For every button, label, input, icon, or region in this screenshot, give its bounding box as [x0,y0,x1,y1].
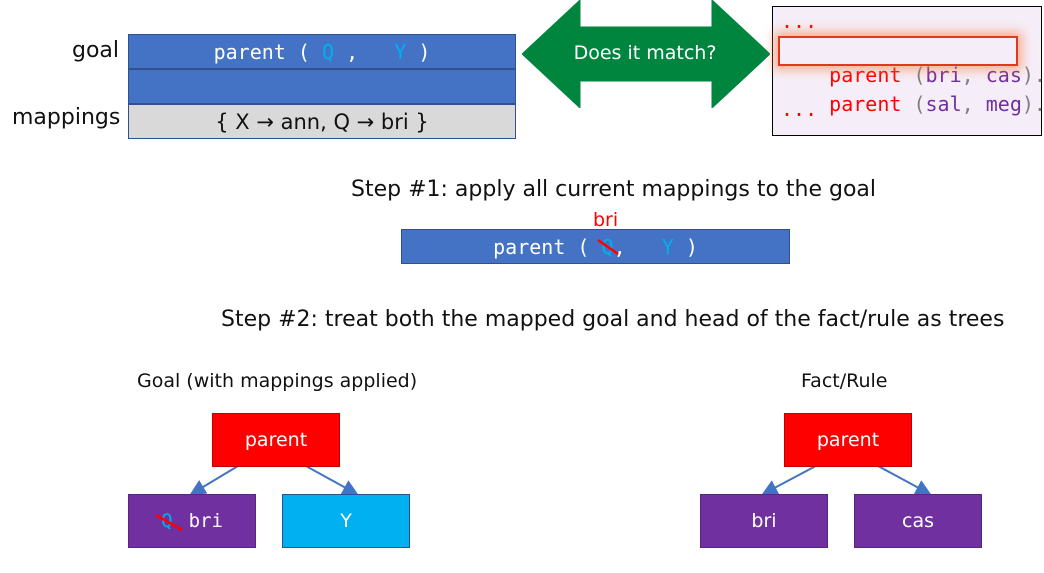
goal-predicate: parent [213,39,286,64]
fact2-open: ( [913,92,926,116]
fact1-close: ). [1021,63,1044,87]
fact1-arg2: cas [985,63,1022,87]
left-root-label: parent [244,429,308,451]
mappings-text: { X → ann, Q → bri } [215,109,429,134]
fact-highlight [778,36,1018,66]
left-tree-title: Goal (with mappings applied) [137,370,418,392]
match-arrow-label: Does it match? [573,42,717,64]
fact1-arg1: bri [925,63,962,87]
fact1-comma: , [961,63,974,87]
left-child-node-1: Qbri [128,494,256,548]
facts-ellipsis-bottom: ... [781,97,818,121]
double-arrow-shape [522,0,770,108]
right-root-label: parent [816,429,880,451]
fact2-arg2: meg [985,92,1022,116]
mapped-goal-predicate: parent [493,234,566,259]
step2-text: Step #2: treat both the mapped goal and … [221,307,1005,332]
right-tree-title: Fact/Rule [801,370,888,392]
facts-box: ... parent (bri, cas). parent (sal, meg)… [772,6,1044,136]
left-child-node-2: Y [282,494,410,548]
mapped-goal-close: ) [685,234,698,259]
goal-empty-bar [128,69,516,104]
fact-line-2: parent (sal, meg). [781,68,1044,140]
right-child-label-2: cas [902,510,934,532]
goal-close-paren: ) [418,39,431,64]
strike-icon [596,238,619,255]
goal-arg-y: Y [394,39,407,64]
left-child-label-2: Y [340,510,352,532]
goal-bar: parent ( Q , Y ) [128,34,516,69]
fact1-open: ( [913,63,926,87]
left-root-node: parent [212,413,340,467]
fact2-arg1: sal [925,92,962,116]
left-child-label-1: bri [188,510,223,532]
mapped-goal-bar: parent ( Q, Y ) [401,229,790,264]
fact2-comma: , [961,92,974,116]
struck-variable: Q [596,235,619,259]
left-strike-icon [155,513,183,532]
match-arrow-icon [522,0,770,108]
mapped-goal-open: ( [577,234,590,259]
right-child-node-2: cas [854,494,982,548]
goal-label: goal [72,38,120,63]
right-root-node: parent [784,413,912,467]
goal-open-paren: ( [297,39,310,64]
mappings-label: mappings [12,105,121,130]
step1-replacement: bri [593,209,619,231]
facts-ellipsis-top: ... [781,9,818,33]
goal-arg-q: Q [321,39,335,64]
right-child-node-1: bri [700,494,828,548]
step1-text: Step #1: apply all current mappings to t… [351,177,877,202]
mappings-bar: { X → ann, Q → bri } [128,104,516,139]
left-struck-variable: Q [155,510,183,532]
mapped-goal-arg-y: Y [661,234,674,259]
fact1-predicate: parent [829,63,902,87]
goal-comma: , [346,39,359,64]
right-child-label-1: bri [751,510,777,532]
fact-line-1: parent (bri, cas). [781,39,1044,111]
fact2-close: ). [1021,92,1044,116]
fact2-predicate: parent [829,92,902,116]
